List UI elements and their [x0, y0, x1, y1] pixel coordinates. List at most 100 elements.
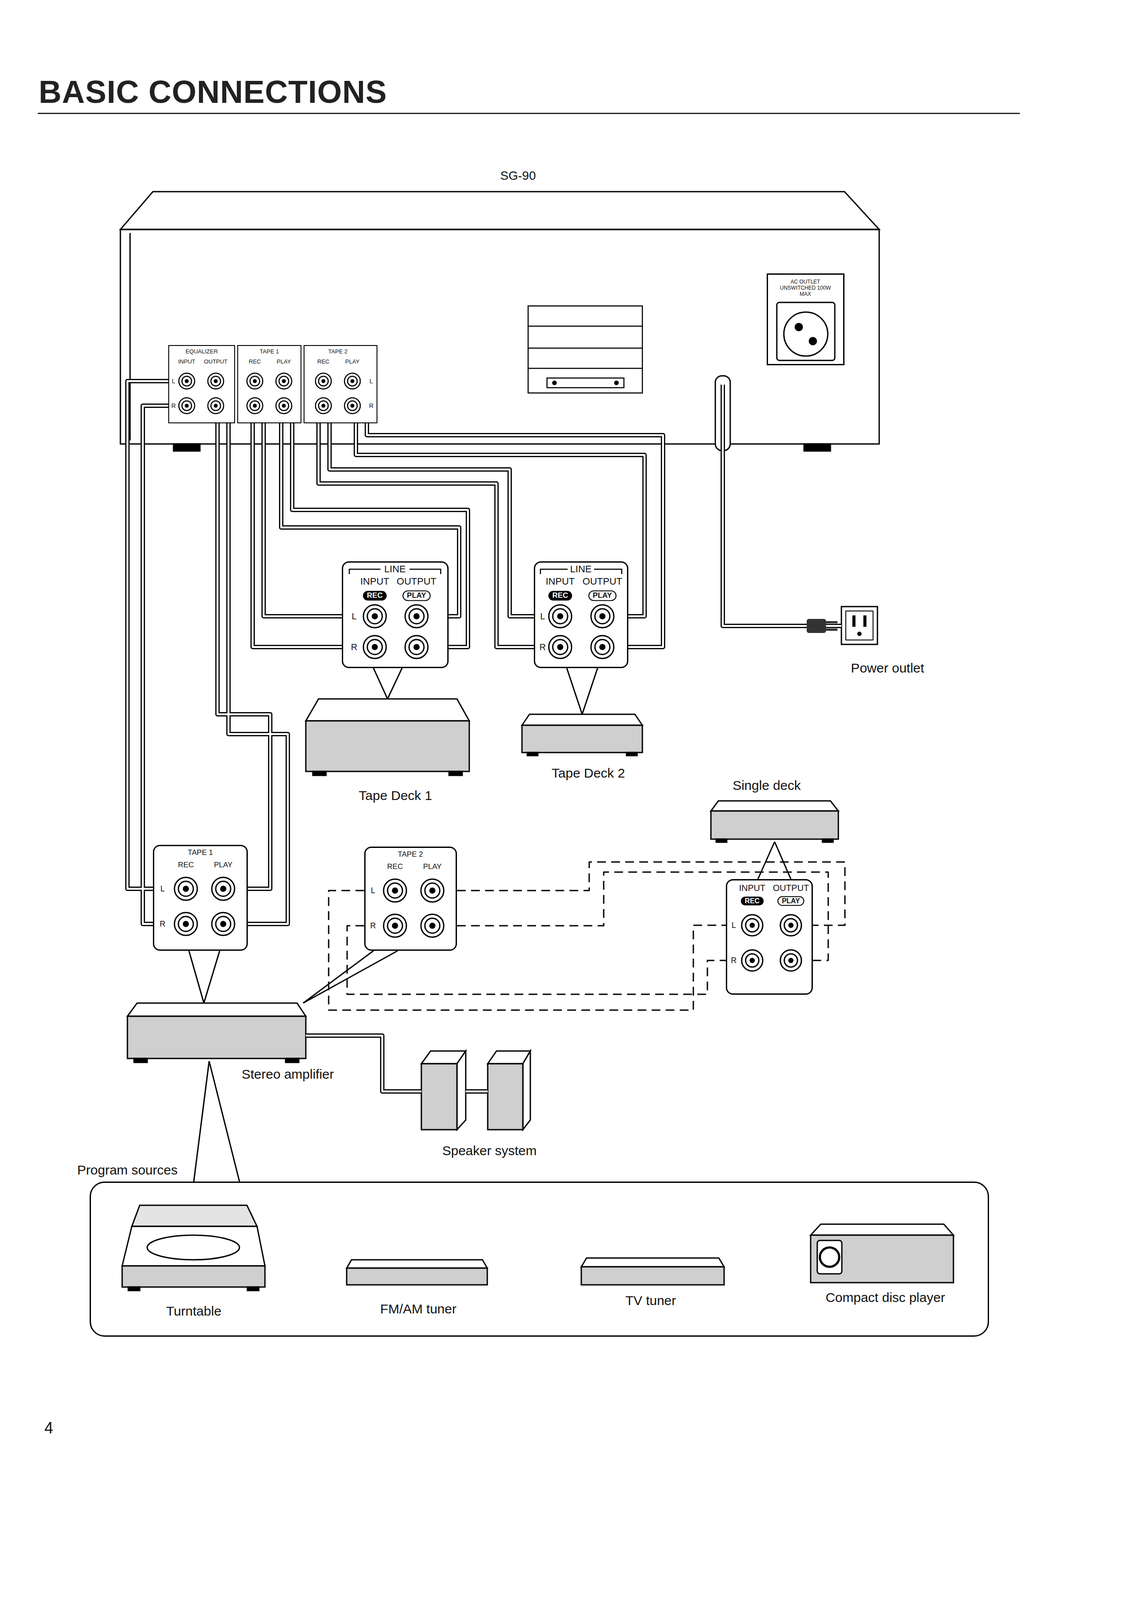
tuner-art	[581, 1257, 725, 1267]
tape-deck: Tape Deck 2	[521, 713, 643, 755]
cable-core	[252, 423, 342, 647]
jack-label: PLAY	[275, 358, 292, 366]
page-number: 4	[43, 1418, 55, 1437]
line-bracket	[409, 568, 441, 574]
amp-jacks	[174, 876, 444, 937]
jack-label: L	[539, 611, 546, 622]
deck-jack-panel: LINEINPUTOUTPUTRECPLAYLR	[341, 561, 449, 668]
jack-label: PLAY	[777, 895, 805, 906]
pointer-line	[193, 1060, 240, 1182]
sg90-chassis	[173, 443, 200, 451]
turntable-art	[131, 1204, 258, 1226]
cable-core	[318, 423, 534, 647]
deck-jacks	[548, 604, 572, 628]
power-plug	[826, 620, 838, 624]
sg90-jacks	[178, 397, 195, 414]
label-plate	[528, 305, 643, 393]
jack-label: R	[369, 920, 377, 931]
amp-jacks	[383, 878, 407, 902]
ac-socket	[795, 323, 803, 331]
line-bracket	[594, 568, 622, 574]
speaker-art	[465, 1090, 488, 1093]
jack-label: OUTPUT	[581, 575, 624, 587]
amplifier-art	[127, 1002, 306, 1016]
tape-deck-art	[305, 698, 839, 842]
sg90-jacks	[275, 397, 292, 414]
label-plate	[614, 380, 619, 385]
tape-deck-art	[527, 752, 538, 756]
title-rule	[37, 113, 1020, 114]
cd-player-art	[810, 1223, 954, 1283]
turntable-art	[122, 1204, 265, 1291]
jack-label: L	[170, 377, 177, 385]
jack-label: PLAY	[402, 590, 431, 601]
turntable-art	[147, 1234, 240, 1260]
tape-deck-art	[521, 713, 643, 725]
cable-core	[127, 380, 169, 924]
jack-label: OUTPUT	[771, 882, 810, 893]
deck-jacks	[780, 914, 802, 936]
power-plug	[806, 618, 838, 633]
amp-jack-panel: TAPE 1RECPLAYLR	[152, 844, 248, 951]
jack-panel: EQUALIZERINPUTOUTPUTLR	[168, 344, 236, 424]
speaker-art	[465, 1088, 488, 1094]
amplifier-art	[127, 1002, 306, 1062]
turntable-art	[122, 1265, 265, 1287]
jack-label: L	[350, 611, 358, 622]
deck-jacks	[590, 635, 614, 659]
tape-deck-art	[312, 771, 327, 776]
amp-jacks	[420, 878, 444, 902]
jack-label: REC	[548, 590, 573, 601]
jack-label: OUTPUT	[395, 575, 438, 587]
amplifier-art	[127, 1015, 306, 1059]
label-plate	[528, 347, 643, 349]
wall-outlet-art	[863, 615, 867, 627]
sg90-jacks	[315, 397, 332, 414]
amp-jacks	[174, 912, 198, 935]
jack-label: L	[368, 377, 374, 385]
jack-label: R	[368, 402, 375, 410]
source-device: FM/AM tuner	[346, 1259, 488, 1287]
line-bracket	[540, 568, 568, 574]
device-label: Single deck	[731, 777, 802, 794]
jack-label: INPUT	[738, 882, 767, 893]
audio-cable	[127, 380, 169, 924]
jack-label: L	[730, 920, 737, 930]
deck-jacks	[548, 635, 572, 659]
jack-label: AC OUTLET UNSWITCHED 100W MAX	[778, 279, 833, 298]
device-label: SG-90	[499, 168, 537, 183]
cable-core	[722, 456, 842, 626]
cable-core	[281, 423, 468, 647]
label-plate	[528, 367, 643, 370]
sg90-jacks	[275, 373, 292, 389]
connectors	[127, 380, 845, 1182]
jack-label: INPUT	[177, 358, 197, 366]
line-bracket	[349, 568, 381, 574]
amp-jacks	[211, 876, 235, 900]
sg90-jacks	[315, 373, 332, 389]
tuner-art	[346, 1257, 725, 1285]
device-label: TV tuner	[624, 1292, 677, 1309]
amplifier-art	[134, 1058, 148, 1062]
jack-label: REC	[247, 358, 262, 366]
audio-cable	[722, 456, 842, 626]
jack-label: LINE	[569, 563, 593, 575]
jack-label: PLAY	[344, 358, 361, 366]
optional-cable	[456, 861, 845, 961]
deck-jacks	[405, 635, 428, 659]
power-plug	[826, 628, 838, 631]
source-group: Program sourcesTurntableFM/AM tunerTV tu…	[89, 1181, 990, 1337]
power-plug	[806, 618, 827, 633]
tape-deck-art	[710, 810, 839, 839]
sg90-chassis	[804, 443, 831, 451]
audio-cable	[305, 1035, 422, 1091]
tape-deck-art	[521, 724, 643, 753]
amp-jack-panel: TAPE 2RECPLAYLR	[364, 846, 457, 951]
label-plate	[547, 377, 624, 388]
speaker-art	[421, 1050, 531, 1130]
deck-jack-panel: LINEINPUTOUTPUTRECPLAYLR	[533, 561, 629, 668]
sg90-jacks	[246, 373, 263, 389]
jack-label: TAPE 2	[327, 348, 349, 356]
